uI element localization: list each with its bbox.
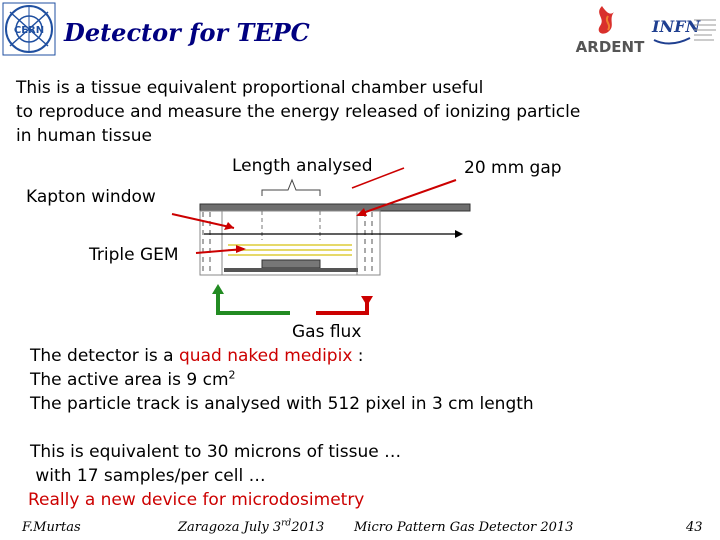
page-number: 43 — [686, 520, 703, 535]
intro-line-3: in human tissue — [16, 126, 152, 146]
detail-line-6: Really a new device for microdosimetry — [28, 490, 365, 510]
ardent-logo-text: ARDENT — [576, 38, 645, 56]
footer-venue-suffix: 2013 — [291, 520, 325, 535]
intro-line-1: This is a tissue equivalent proportional… — [16, 78, 484, 98]
detail-line-1: The detector is a quad naked medipix : — [30, 344, 534, 368]
length-arrow — [351, 167, 405, 189]
detail-line-1-suffix: : — [352, 346, 364, 366]
intro-text: This is a tissue equivalent proportional… — [16, 76, 580, 148]
detail-line-4: This is equivalent to 30 microns of tiss… — [30, 442, 402, 462]
detail-line-2: The active area is 9 cm2 — [30, 368, 534, 392]
infn-logo-text: INFN — [651, 17, 701, 36]
gap-arrow — [359, 179, 457, 215]
detail-spacer — [30, 416, 534, 440]
gas-out-arrow-head — [361, 296, 373, 306]
kapton-arrow-head — [224, 222, 234, 230]
detail-line-2-sup: 2 — [228, 368, 236, 382]
infn-logo: INFN — [651, 17, 716, 45]
detail-line-2-prefix: The active area is 9 cm — [30, 370, 229, 390]
detail-line-1-prefix: The detector is a — [30, 346, 180, 366]
footer-venue-sup: rd — [281, 518, 292, 529]
gas-in-arrow — [216, 294, 290, 315]
detail-line-3: The particle track is analysed with 512 … — [30, 394, 534, 414]
kapton-plate — [199, 203, 471, 212]
detail-line-1-highlight: quad naked medipix — [179, 346, 353, 366]
footer-venue-prefix: Zaragoza July 3 — [178, 520, 282, 535]
footer-author: F.Murtas — [22, 520, 81, 535]
gas-flux-label: Gas flux — [292, 322, 362, 342]
gas-flux-spacer — [292, 320, 534, 344]
gem-arrow-head — [236, 245, 246, 253]
cern-logo: CERN — [2, 2, 56, 56]
footer-venue: Zaragoza July 3rd2013 — [178, 518, 325, 535]
kapton-arrow — [171, 213, 235, 229]
footer-conference: Micro Pattern Gas Detector 2013 — [354, 520, 574, 535]
detail-line-5: with 17 samples/per cell … — [30, 466, 266, 486]
readout-board — [224, 268, 358, 272]
intro-line-2: to reproduce and measure the energy rele… — [16, 102, 581, 122]
details-text: The detector is a quad naked medipix : T… — [28, 320, 534, 512]
slide-title: Detector for TEPC — [64, 18, 310, 47]
gap-label: 20 mm gap — [464, 158, 562, 178]
kapton-window-label: Kapton window — [26, 187, 156, 207]
length-brace — [261, 178, 321, 196]
beam-arrow-head — [455, 230, 463, 238]
gas-in-arrow-head — [212, 284, 224, 294]
gas-out-arrow — [316, 296, 369, 315]
ardent-logo: ARDENT — [576, 6, 645, 56]
triple-gem-label: Triple GEM — [89, 245, 179, 265]
length-analysed-label: Length analysed — [232, 156, 373, 176]
cern-logo-text: CERN — [14, 25, 44, 36]
medipix-chip — [261, 259, 321, 269]
gap-arrow-head — [356, 208, 367, 216]
